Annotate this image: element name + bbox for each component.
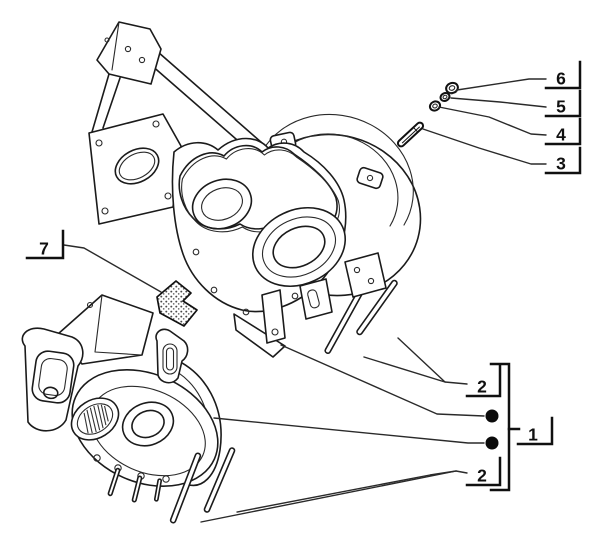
assembly-dot	[485, 409, 499, 423]
bearing-bore	[251, 207, 347, 287]
washer-drawing-5	[439, 92, 451, 102]
callout-2-bottom: 2	[465, 456, 502, 487]
callout-7: 7	[25, 229, 65, 260]
callout-4: 4	[544, 117, 582, 146]
cylinder-opening	[70, 397, 120, 441]
callout-4-number: 4	[556, 125, 566, 145]
callout-1-number: 1	[528, 425, 538, 445]
upper-crankcase-half-drawing	[88, 21, 422, 358]
callout-2-bottom-number: 2	[477, 466, 487, 486]
lower-stud	[203, 447, 236, 513]
leader-lines	[63, 78, 547, 523]
callout-3-number: 3	[556, 154, 566, 174]
upper-stud	[356, 279, 398, 336]
assembly-dot	[485, 436, 499, 450]
callout-6: 6	[544, 60, 582, 90]
nut-drawing	[445, 81, 459, 95]
callout-2-top-number: 2	[477, 377, 487, 397]
shim-drawing	[156, 280, 198, 327]
callout-6-number: 6	[556, 69, 566, 89]
stud-drawing	[396, 121, 425, 148]
callout-3: 3	[544, 146, 582, 175]
lower-crankcase-half-drawing	[21, 294, 236, 524]
callout-7-number: 7	[39, 239, 49, 259]
group-bracket	[489, 362, 511, 492]
washer-drawing-4	[428, 100, 442, 112]
callout-5-number: 5	[556, 97, 566, 117]
callout-1-group: 1	[489, 362, 554, 492]
callout-2-top: 2	[465, 363, 502, 398]
callout-5: 5	[544, 89, 582, 118]
lower-stud	[169, 452, 202, 524]
